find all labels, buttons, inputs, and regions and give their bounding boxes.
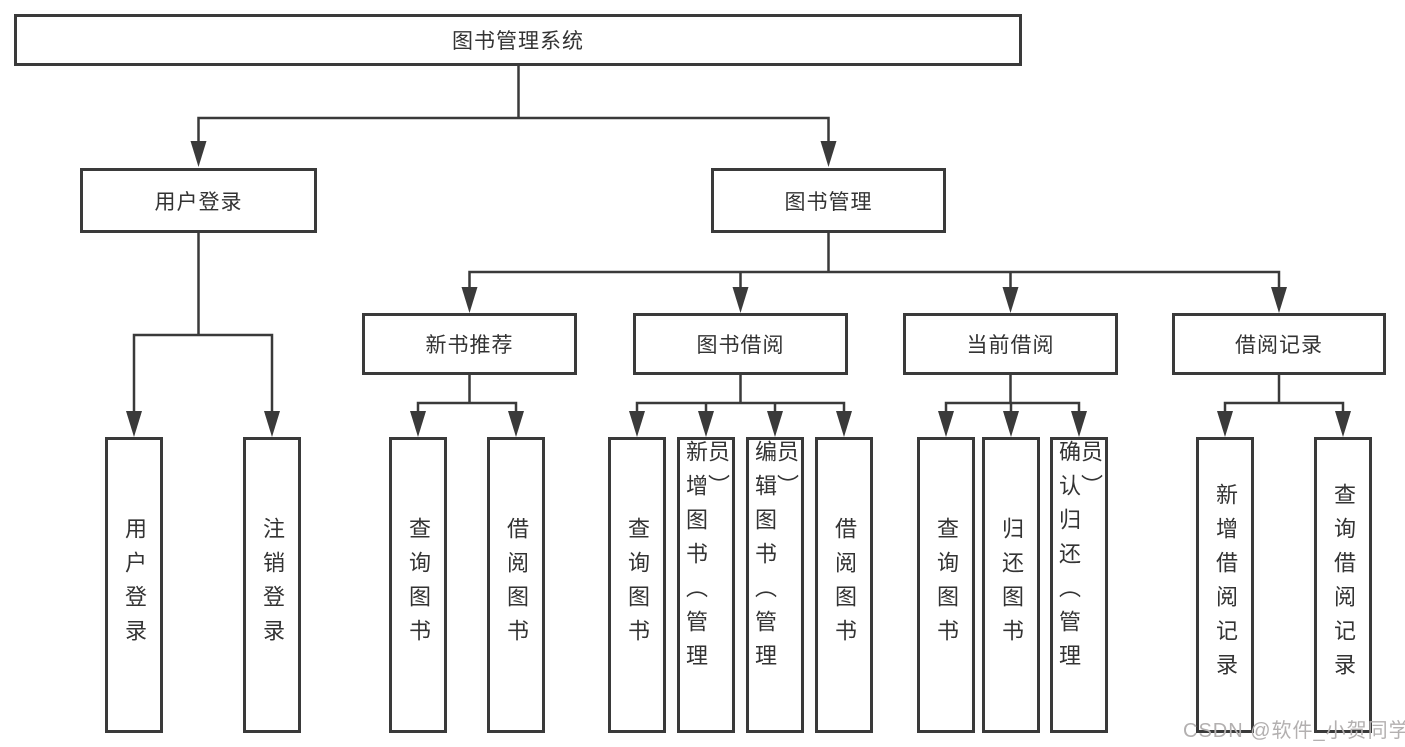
arrowhead	[190, 141, 207, 167]
node-root-system: 图书管理系统	[14, 14, 1022, 66]
leaf-query-books-current: 查询图书	[917, 437, 975, 733]
connector-root-to-level2	[197, 64, 830, 145]
leaf-borrow-books-recommend-label: 借阅图书	[504, 517, 529, 653]
leaf-query-borrow-record-label: 查询借阅记录	[1331, 483, 1356, 687]
leaf-logout-label: 注销登录	[260, 517, 285, 653]
leaf-user-login: 用户登录	[105, 437, 163, 733]
node-borrow-records: 借阅记录	[1172, 313, 1386, 375]
leaf-borrow-books-recommend: 借阅图书	[487, 437, 545, 733]
leaf-query-books-recommend-label: 查询图书	[406, 517, 431, 653]
arrowhead	[461, 287, 478, 313]
arrowhead	[126, 411, 142, 437]
connector-new-book-recommend-to-leaves	[416, 373, 518, 415]
arrowhead	[938, 411, 954, 437]
node-user-login-label: 用户登录	[154, 190, 243, 214]
leaf-logout: 注销登录	[243, 437, 301, 733]
arrowhead	[264, 411, 280, 437]
arrowheads	[126, 141, 1351, 437]
arrowhead	[1271, 287, 1287, 313]
connector-user-login-to-leaves	[132, 231, 274, 415]
node-current-borrow: 当前借阅	[903, 313, 1118, 375]
leaf-query-books-borrow-label: 查询图书	[625, 517, 650, 653]
leaf-return-books: 归还图书	[982, 437, 1040, 733]
arrowhead	[836, 411, 852, 437]
arrowhead	[698, 411, 714, 437]
leaf-query-books-recommend: 查询图书	[389, 437, 447, 733]
arrowhead	[410, 411, 426, 437]
arrowhead	[629, 411, 645, 437]
leaf-user-login-label: 用户登录	[122, 517, 147, 653]
node-current-borrow-label: 当前借阅	[966, 334, 1055, 357]
node-book-management-label: 图书管理	[784, 190, 873, 214]
node-root-system-label: 图书管理系统	[452, 30, 584, 53]
leaf-borrow-books-label: 借阅图书	[832, 517, 857, 653]
leaf-add-books-admin-label: 新增图书（管理员）	[683, 440, 730, 678]
leaf-add-books-admin: 新增图书（管理员）	[677, 437, 735, 733]
connector-book-borrow-to-leaves	[635, 373, 846, 415]
arrowhead	[1002, 287, 1019, 313]
arrowhead	[1071, 411, 1087, 437]
arrowhead	[820, 141, 837, 167]
leaf-query-books-borrow: 查询图书	[608, 437, 666, 733]
watermark: CSDN @软件_小贺同学	[1183, 720, 1405, 742]
leaf-edit-books-admin-label: 编辑图书（管理员）	[752, 440, 799, 678]
arrowhead	[1217, 411, 1233, 437]
connector-current-borrow-to-leaves	[944, 373, 1081, 415]
leaf-edit-books-admin: 编辑图书（管理员）	[746, 437, 804, 733]
leaf-borrow-books: 借阅图书	[815, 437, 873, 733]
leaf-add-borrow-record: 新增借阅记录	[1196, 437, 1254, 733]
arrowhead	[732, 287, 749, 313]
connector-book-management-to-level3	[468, 231, 1281, 291]
node-new-book-recommend: 新书推荐	[362, 313, 577, 375]
leaf-confirm-return-admin-label: 确认归还（管理员）	[1056, 440, 1103, 678]
arrowhead	[767, 411, 783, 437]
connector-paths	[132, 64, 1345, 415]
leaf-add-borrow-record-label: 新增借阅记录	[1213, 483, 1238, 687]
connector-borrow-records-to-leaves	[1223, 373, 1345, 415]
node-book-borrow-label: 图书借阅	[696, 334, 785, 357]
arrowhead	[508, 411, 524, 437]
arrowhead	[1003, 411, 1019, 437]
leaf-return-books-label: 归还图书	[999, 517, 1024, 653]
node-book-borrow: 图书借阅	[633, 313, 848, 375]
node-book-management: 图书管理	[711, 168, 946, 233]
node-user-login: 用户登录	[80, 168, 317, 233]
leaf-query-books-current-label: 查询图书	[934, 517, 959, 653]
leaf-query-borrow-record: 查询借阅记录	[1314, 437, 1372, 733]
arrowhead	[1335, 411, 1351, 437]
node-borrow-records-label: 借阅记录	[1235, 334, 1323, 357]
node-new-book-recommend-label: 新书推荐	[425, 334, 514, 357]
leaf-confirm-return-admin: 确认归还（管理员）	[1050, 437, 1108, 733]
